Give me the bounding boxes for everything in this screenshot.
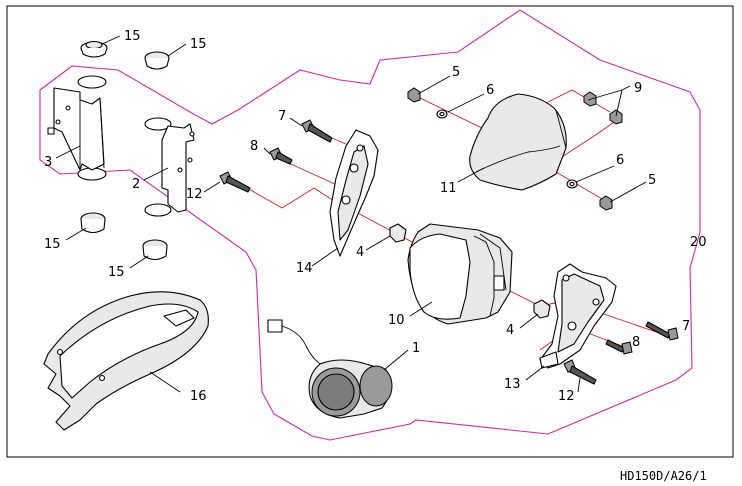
nut-9-lower (609, 109, 623, 125)
callout-3: 3 (44, 155, 52, 170)
callout-15-lower-right: 15 (108, 265, 125, 280)
nut-5-right (599, 195, 613, 211)
callout-1: 1 (412, 341, 420, 356)
callout-7-right: 7 (682, 319, 690, 334)
headlight-rear-cover-1 (267, 319, 393, 419)
callout-4-left: 4 (356, 245, 364, 260)
bolt-7-right (645, 321, 679, 341)
callout-6-top: 6 (486, 83, 494, 98)
callout-20: 20 (690, 235, 707, 250)
callout-12-right: 12 (558, 389, 575, 404)
diagram-reference-code: HD150D/A26/1 (620, 469, 707, 483)
bolt-12-right (563, 359, 597, 385)
callout-8-left: 8 (250, 139, 258, 154)
assembly-20-boundary (39, 9, 701, 441)
bracket-3 (47, 75, 107, 181)
nut-4-left (389, 223, 407, 243)
alignment-line-12-to-14 (239, 183, 349, 211)
bracket-13 (539, 263, 617, 369)
diagram-frame (6, 5, 734, 458)
nut-5-top (407, 87, 421, 103)
callout-15-top-left: 15 (124, 29, 141, 44)
callout-15-lower-left: 15 (44, 237, 61, 252)
bracket-14 (329, 129, 379, 257)
bolt-7-left (301, 119, 333, 143)
callout-7-left: 7 (278, 109, 286, 124)
callout-13: 13 (504, 377, 521, 392)
callout-5-top: 5 (452, 65, 460, 80)
nut-4-right (533, 299, 551, 319)
alignment-line-9 (539, 89, 611, 113)
bracket-2 (144, 117, 195, 217)
alignment-line-5-to-11 (415, 95, 487, 131)
callout-16: 16 (190, 389, 207, 404)
callout-5-right: 5 (648, 173, 656, 188)
callout-12-left: 12 (186, 187, 203, 202)
grommet-15-top-right (144, 51, 170, 70)
headlight-10 (407, 223, 513, 325)
callout-15-top-right: 15 (190, 37, 207, 52)
callout-9: 9 (634, 81, 642, 96)
callout-6-right: 6 (616, 153, 624, 168)
callout-4-right: 4 (506, 323, 514, 338)
callout-14: 14 (296, 261, 313, 276)
callout-2: 2 (132, 177, 140, 192)
washer-6-right (566, 179, 578, 189)
grommet-15-lower-left (80, 212, 106, 234)
windscreen-11 (469, 93, 567, 191)
callout-labels: 15 15 3 2 15 15 16 1 10 11 12 8 7 14 4 5… (44, 29, 707, 404)
mudguard-16 (43, 291, 209, 431)
grommet-15-top-left (80, 40, 108, 58)
alignment-line-11-to-5 (555, 171, 605, 201)
callout-8-right: 8 (632, 335, 640, 350)
bolt-8-left (269, 147, 293, 165)
grommet-15-lower-right (142, 239, 168, 261)
bolt-8-right (605, 339, 633, 355)
leader-lines (55, 35, 647, 393)
callout-11: 11 (440, 181, 457, 196)
washer-6-top (436, 109, 448, 119)
bolt-12-left (219, 171, 251, 193)
callout-10: 10 (388, 313, 405, 328)
